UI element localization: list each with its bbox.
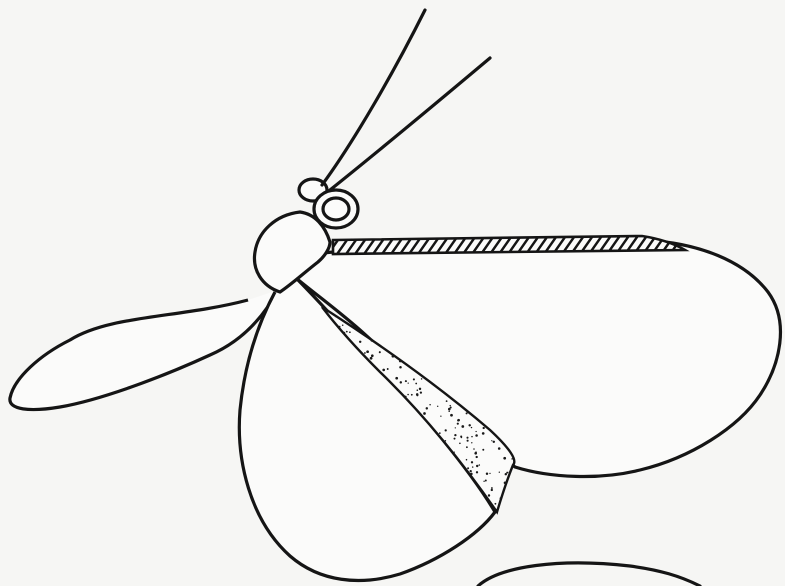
hindwing <box>10 290 278 410</box>
antenna-right <box>330 58 490 190</box>
adjacent-wing-edge <box>478 563 700 586</box>
antenna-left <box>322 10 425 185</box>
costal-band <box>333 236 685 254</box>
eye <box>314 190 358 228</box>
